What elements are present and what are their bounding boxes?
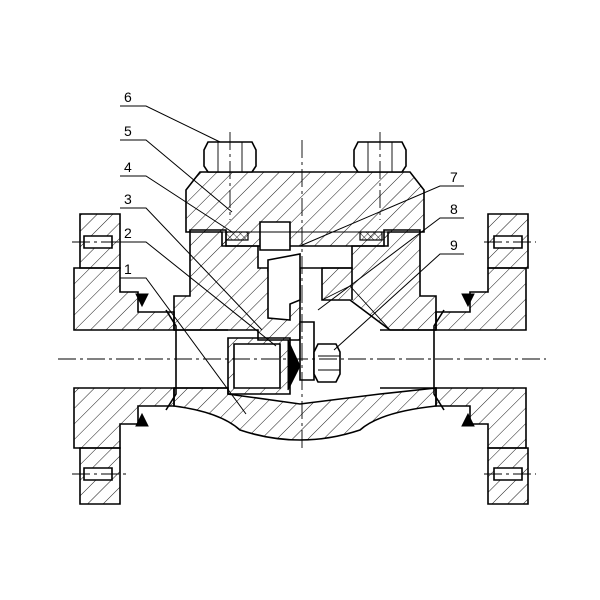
callout-labels: 6 5 4 3 2 1 7 8 9 — [124, 89, 458, 277]
left-flange — [73, 213, 175, 505]
callout-2: 2 — [124, 225, 132, 241]
callout-3: 3 — [124, 191, 132, 207]
bonnet — [185, 171, 425, 251]
callout-8: 8 — [450, 201, 458, 217]
weld-beads — [135, 293, 475, 427]
callout-9: 9 — [450, 237, 458, 253]
callout-leaders — [120, 105, 464, 415]
gasket — [225, 231, 383, 241]
callout-4: 4 — [124, 159, 132, 175]
callout-5: 5 — [124, 123, 132, 139]
callout-6: 6 — [124, 89, 132, 105]
bolt-right — [353, 132, 407, 220]
disc — [299, 321, 341, 383]
center-lines — [58, 140, 546, 475]
hinge-assembly — [267, 253, 301, 321]
callout-1: 1 — [124, 261, 132, 277]
callout-7: 7 — [450, 169, 458, 185]
bolt-left — [203, 132, 257, 220]
bore — [165, 309, 445, 411]
seat-ring — [227, 337, 301, 395]
